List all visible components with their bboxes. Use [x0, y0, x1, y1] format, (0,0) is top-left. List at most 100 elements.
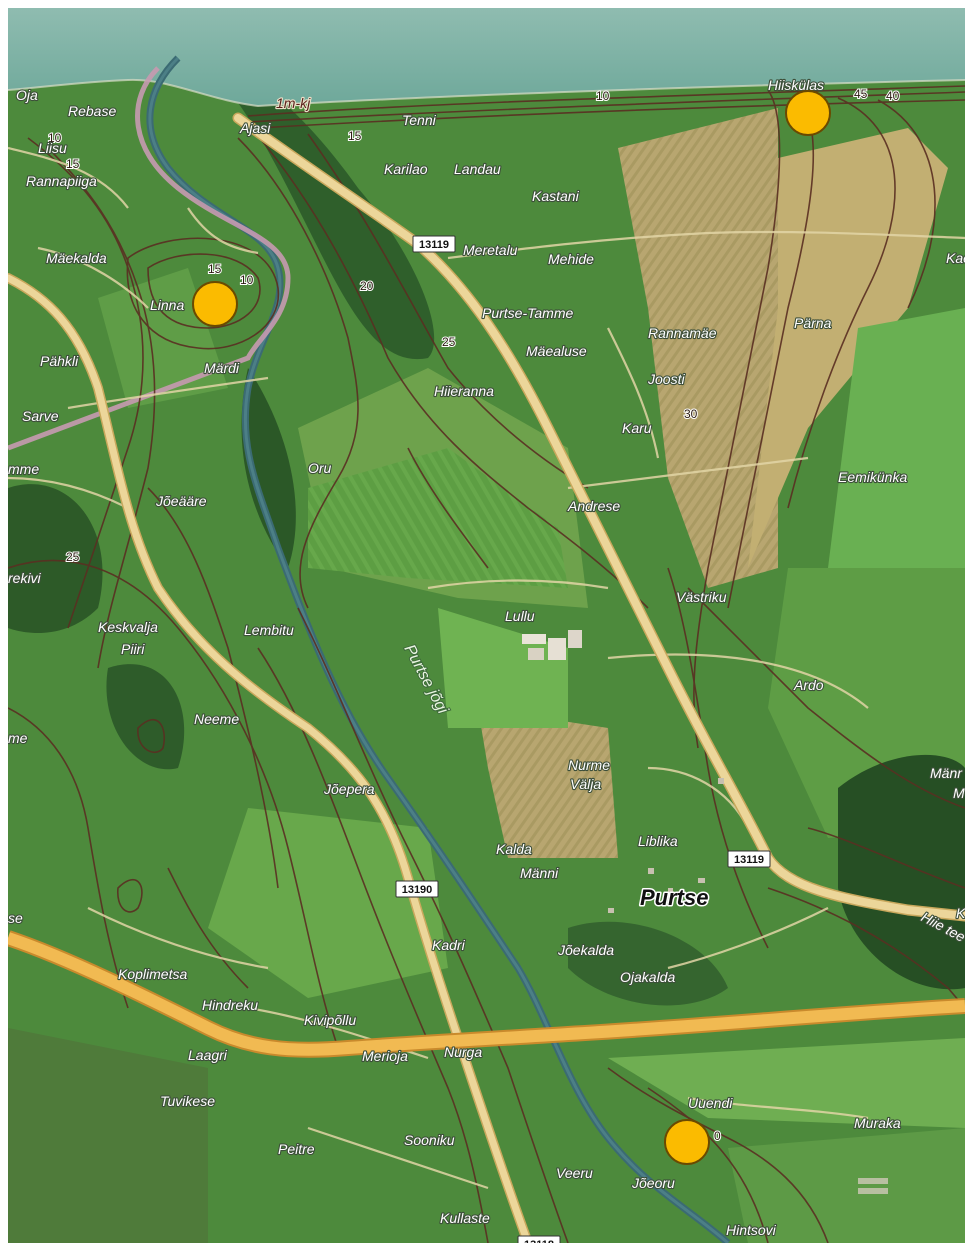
place-label: Nurga: [444, 1044, 482, 1060]
main-roads: [8, 112, 965, 1243]
place-label: Mäekalda: [46, 250, 107, 266]
road-shield-number: 13119: [419, 239, 449, 251]
place-label: Merioja: [362, 1048, 408, 1064]
place-label: Mäealuse: [526, 343, 587, 359]
place-label: Tuvikese: [160, 1093, 215, 1109]
place-label: Rannapiiga: [26, 173, 97, 189]
road-shield: 13118: [517, 1235, 561, 1243]
coastal-zone-label: 1m-kj: [276, 95, 311, 111]
place-label: Hintsovi: [726, 1222, 777, 1238]
contour-label: 20: [360, 279, 374, 293]
marker-linna-dot-icon[interactable]: [192, 281, 238, 327]
place-label: Keskvalja: [98, 619, 158, 635]
place-label: Pärna: [794, 315, 832, 331]
place-label: Koplimetsa: [118, 966, 187, 982]
road-shield-number: 13118: [524, 1239, 554, 1243]
place-label: Männi: [520, 865, 559, 881]
place-label: rekivi: [8, 570, 42, 586]
place-label: Oja: [16, 87, 38, 103]
place-label: Mänr: [930, 765, 963, 781]
place-label: Ojakalda: [620, 969, 675, 985]
place-label: Karu: [622, 420, 652, 436]
contour-label: 40: [886, 89, 900, 103]
place-label: Uuendi: [688, 1095, 733, 1111]
road-shield-box: [412, 235, 456, 253]
contour-lines: [8, 85, 965, 1243]
road-shield-box: [517, 1235, 561, 1243]
place-label: Kae: [946, 250, 965, 266]
place-label: Välja: [570, 776, 601, 792]
place-label: Joosti: [647, 371, 685, 387]
place-label: Hindreku: [202, 997, 258, 1013]
place-label: Jõekalda: [557, 942, 614, 958]
place-label: Karilao: [384, 161, 428, 177]
contour-label: 10: [240, 273, 254, 287]
place-label: mme: [8, 461, 39, 477]
farm-buildings: [522, 630, 582, 660]
place-label: Kivipõllu: [304, 1012, 356, 1028]
contour-label: 15: [208, 262, 222, 276]
place-label: Peitre: [278, 1141, 315, 1157]
place-label: K: [956, 905, 965, 921]
sea: [8, 8, 965, 106]
place-label: Hiieranna: [434, 383, 494, 399]
highway: [8, 930, 965, 1058]
place-label: Veeru: [556, 1165, 593, 1181]
place-label: Tenni: [402, 112, 437, 128]
place-label: Liisu: [38, 140, 67, 156]
place-label: Kadri: [432, 937, 466, 953]
place-label: me: [8, 730, 28, 746]
place-label: Kastani: [532, 188, 580, 204]
place-label: Sooniku: [404, 1132, 455, 1148]
place-label: Jõeoru: [631, 1175, 675, 1191]
place-label: Märdi: [204, 360, 240, 376]
place-label: Pähkli: [40, 353, 79, 369]
field-areas: [8, 108, 965, 1243]
place-label: Jõeääre: [155, 493, 207, 509]
place-label: Kalda: [496, 841, 532, 857]
road-shield: 13119: [412, 235, 456, 253]
zone-boundary: [8, 66, 291, 451]
road-shield-box: [395, 880, 439, 898]
place-label: Neeme: [194, 711, 239, 727]
place-label: Rannamäe: [648, 325, 717, 341]
place-label: Piiri: [121, 641, 145, 657]
contour-label: 15: [66, 157, 80, 171]
place-label: Andrese: [567, 498, 620, 514]
road-shield: 13190: [395, 880, 439, 898]
place-label: Landau: [454, 161, 501, 177]
place-label: Laagri: [188, 1047, 228, 1063]
place-label: Jõepera: [323, 781, 375, 797]
place-label: Hiiskülas: [768, 77, 824, 93]
place-label: Meretalu: [463, 242, 518, 258]
town-label: Purtse: [640, 885, 708, 910]
place-label: se: [8, 910, 23, 926]
contour-label: 25: [442, 335, 456, 349]
contour-label: 15: [348, 129, 362, 143]
place-label: Linna: [150, 297, 184, 313]
place-label: Västriku: [676, 589, 727, 605]
place-label: Ajasi: [239, 120, 271, 136]
place-label: Sarve: [22, 408, 59, 424]
place-label: Purtse-Tamme: [482, 305, 574, 321]
place-label: Rebase: [68, 103, 116, 119]
coastline: [8, 78, 965, 108]
contour-label: 10: [48, 131, 62, 145]
place-label: Nurme: [568, 757, 610, 773]
purtse-town-area: [608, 778, 888, 1194]
contour-label: 45: [854, 87, 868, 101]
place-label: Eemikünka: [838, 469, 907, 485]
road-shields: 13119131191319013118: [395, 235, 771, 1243]
marker-north-east-dot-icon[interactable]: [785, 90, 831, 136]
forest-areas: [8, 48, 965, 1006]
place-label: Mehide: [548, 251, 594, 267]
marker-joeoru-dot-icon[interactable]: [664, 1119, 710, 1165]
road-shield-number: 13190: [402, 884, 433, 896]
road-shield-box: [727, 850, 771, 868]
place-label: Oru: [308, 460, 332, 476]
location-markers: [192, 90, 831, 1165]
place-labels: OjaRebaseLiisuRannapiigaMäekaldaLinnaPäh…: [8, 76, 965, 1239]
